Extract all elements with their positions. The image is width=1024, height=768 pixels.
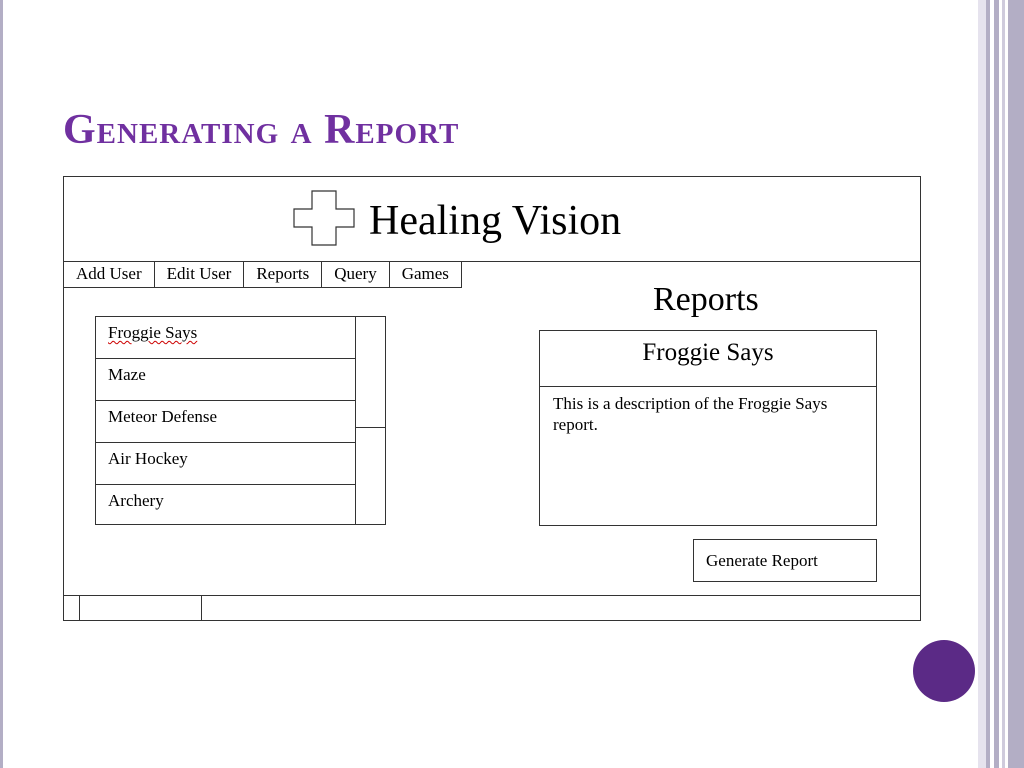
list-item[interactable]: Meteor Defense xyxy=(96,401,355,443)
tab-bar: Add User Edit User Reports Query Games xyxy=(64,261,462,288)
list-item[interactable]: Archery xyxy=(108,491,164,510)
report-detail-panel: Froggie Says This is a description of th… xyxy=(539,330,877,526)
slide-left-border xyxy=(0,0,3,768)
report-detail-title: Froggie Says xyxy=(540,331,876,387)
tab-reports[interactable]: Reports xyxy=(243,261,323,288)
list-item-label: Froggie Says xyxy=(108,323,198,342)
app-title: Healing Vision xyxy=(369,198,622,244)
tab-query[interactable]: Query xyxy=(321,261,390,288)
scrollbar-thumb[interactable] xyxy=(356,317,385,428)
app-window: Healing Vision Add User Edit User Report… xyxy=(63,176,921,621)
status-cell xyxy=(64,596,80,621)
report-description: This is a description of the Froggie Say… xyxy=(553,394,828,434)
status-bar xyxy=(64,595,920,621)
list-item[interactable]: Air Hockey xyxy=(96,443,355,485)
list-item[interactable]: Maze xyxy=(96,359,355,401)
tab-edit-user[interactable]: Edit User xyxy=(153,261,245,288)
generate-report-button[interactable]: Generate Report xyxy=(693,539,877,582)
slide-decoration-bars xyxy=(978,0,1024,768)
slide-decoration-circle xyxy=(913,640,975,702)
game-list: Froggie Says Maze Meteor Defense Air Hoc… xyxy=(95,316,356,525)
tab-games[interactable]: Games xyxy=(388,261,462,288)
app-header: Healing Vision xyxy=(64,177,920,262)
status-cell xyxy=(80,596,202,621)
medical-cross-icon xyxy=(293,190,355,246)
game-list-scrollbar[interactable] xyxy=(356,316,386,525)
reports-heading: Reports xyxy=(653,281,759,318)
slide-title: Generating a Report xyxy=(63,107,460,153)
tab-add-user[interactable]: Add User xyxy=(64,261,155,288)
list-item[interactable]: Froggie Says xyxy=(96,317,355,359)
